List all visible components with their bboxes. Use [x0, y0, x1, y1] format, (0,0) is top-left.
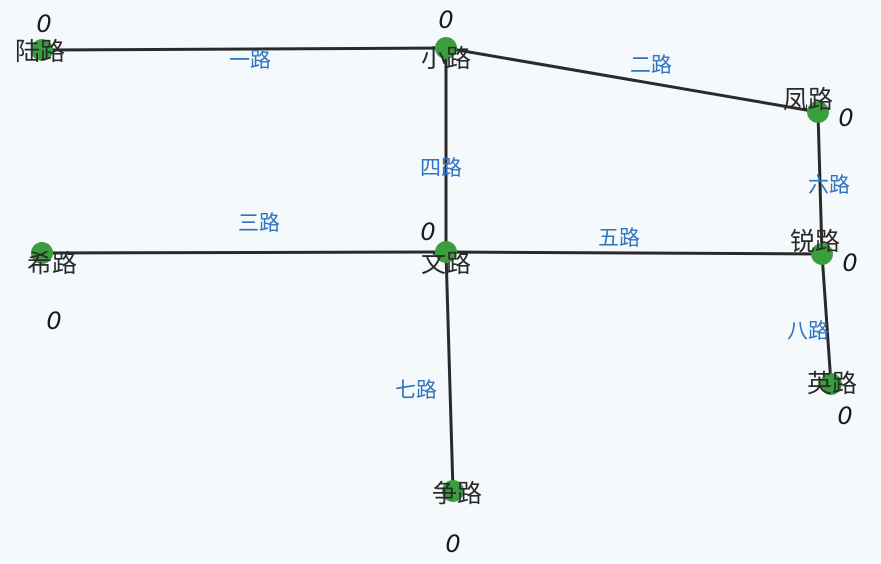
- edge-xiao-feng: [444, 46, 820, 114]
- node-label: 锐路: [790, 227, 840, 256]
- node-dot[interactable]: [442, 480, 464, 502]
- node-value: 0: [837, 402, 852, 430]
- edge-lu-xiao: [40, 46, 448, 52]
- node-value: 0: [838, 104, 853, 132]
- node-dot[interactable]: [31, 39, 53, 61]
- node-label: 陆路: [15, 37, 65, 66]
- edge-label: 六路: [808, 173, 850, 197]
- edge-xi-wen: [40, 250, 448, 255]
- node-rui[interactable]: 锐路0: [790, 227, 858, 277]
- node-value: 0: [46, 307, 61, 335]
- edge-rui-ying: [820, 252, 833, 386]
- edge-label: 二路: [630, 53, 672, 77]
- node-label: 英路: [807, 369, 857, 398]
- node-xiao[interactable]: 小路 0: [421, 6, 471, 73]
- edge-label: 五路: [598, 226, 640, 250]
- node-dot[interactable]: [820, 373, 842, 395]
- node-label: 希路: [27, 249, 77, 278]
- node-ying[interactable]: 英路 0: [807, 369, 857, 430]
- edge-wen-zheng: [444, 250, 455, 493]
- node-zheng[interactable]: 争路 0: [432, 479, 482, 558]
- node-wen[interactable]: 文路 0: [420, 218, 471, 278]
- edge-feng-rui: [816, 110, 824, 256]
- node-lu[interactable]: 陆路0: [15, 10, 65, 66]
- node-label: 小路: [421, 44, 471, 73]
- node-value: 0: [445, 530, 460, 558]
- node-dot[interactable]: [435, 241, 457, 263]
- node-dot[interactable]: [31, 242, 53, 264]
- edge-label: 七路: [395, 378, 437, 402]
- edge-label: 四路: [420, 156, 462, 180]
- node-label: 争路: [432, 479, 482, 508]
- node-feng[interactable]: 凤路0: [783, 85, 854, 132]
- edge-label: 八路: [787, 319, 829, 343]
- node-value: 0: [438, 6, 453, 34]
- node-value: 0: [36, 10, 51, 38]
- node-value: 0: [842, 249, 857, 277]
- node-label: 文路: [421, 249, 471, 278]
- edge-label: 三路: [238, 211, 280, 235]
- node-dot[interactable]: [807, 101, 829, 123]
- node-dot[interactable]: [811, 243, 833, 265]
- node-label: 凤路: [783, 85, 833, 114]
- node-value: 0: [420, 218, 435, 246]
- edge-wen-rui: [444, 250, 824, 256]
- node-dot[interactable]: [435, 37, 457, 59]
- node-xi[interactable]: 希路 0: [27, 242, 77, 335]
- edge-label: 一路: [229, 48, 271, 72]
